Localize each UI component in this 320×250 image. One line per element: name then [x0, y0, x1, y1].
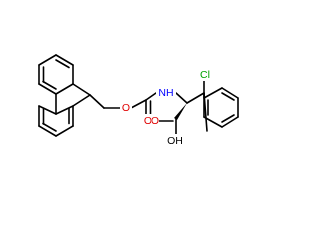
chlorophenyl-ring: [203, 79, 239, 128]
bond-double-inner: [55, 59, 70, 69]
bond: [130, 99, 147, 109]
bond-double-inner: [42, 122, 57, 132]
fluorene-group: [38, 54, 91, 137]
bond: [38, 54, 57, 66]
bond-double-inner: [221, 92, 235, 101]
bond: [175, 92, 188, 104]
wedge-bond: [174, 103, 187, 120]
atom-label-nh: NH: [158, 87, 173, 99]
bond: [55, 125, 74, 137]
bond: [89, 94, 105, 109]
fluorene-lower-ring: [38, 105, 74, 137]
atom-label-oh: OH: [167, 135, 183, 147]
bond-double-inner: [42, 80, 57, 90]
bond: [38, 83, 57, 95]
bond: [221, 87, 239, 99]
atom-label-o-acid: O: [151, 115, 159, 127]
bond: [55, 105, 74, 115]
atom-labels: O O NH Cl O OH: [120, 69, 214, 147]
fluorene-upper-ring: [38, 54, 74, 95]
chemical-structure: O O NH Cl O OH: [38, 54, 239, 147]
bond: [38, 125, 57, 137]
bond: [55, 54, 74, 66]
atom-label-cl: Cl: [200, 69, 210, 81]
atom-label-o-ether: O: [122, 102, 130, 114]
bond: [55, 83, 74, 95]
bond: [38, 105, 57, 115]
carbamate-linker: [89, 92, 157, 116]
bond-double-inner: [221, 114, 235, 123]
fluorene-five-ring: [55, 83, 91, 115]
bond: [72, 94, 91, 107]
bond: [72, 83, 91, 96]
bond: [145, 92, 157, 101]
bond: [203, 116, 223, 128]
amino-acid-backbone: [157, 92, 208, 135]
atom-label-o-carbonyl: O: [144, 115, 152, 127]
bond: [221, 116, 239, 128]
bond: [203, 87, 223, 99]
bond: [186, 92, 205, 104]
